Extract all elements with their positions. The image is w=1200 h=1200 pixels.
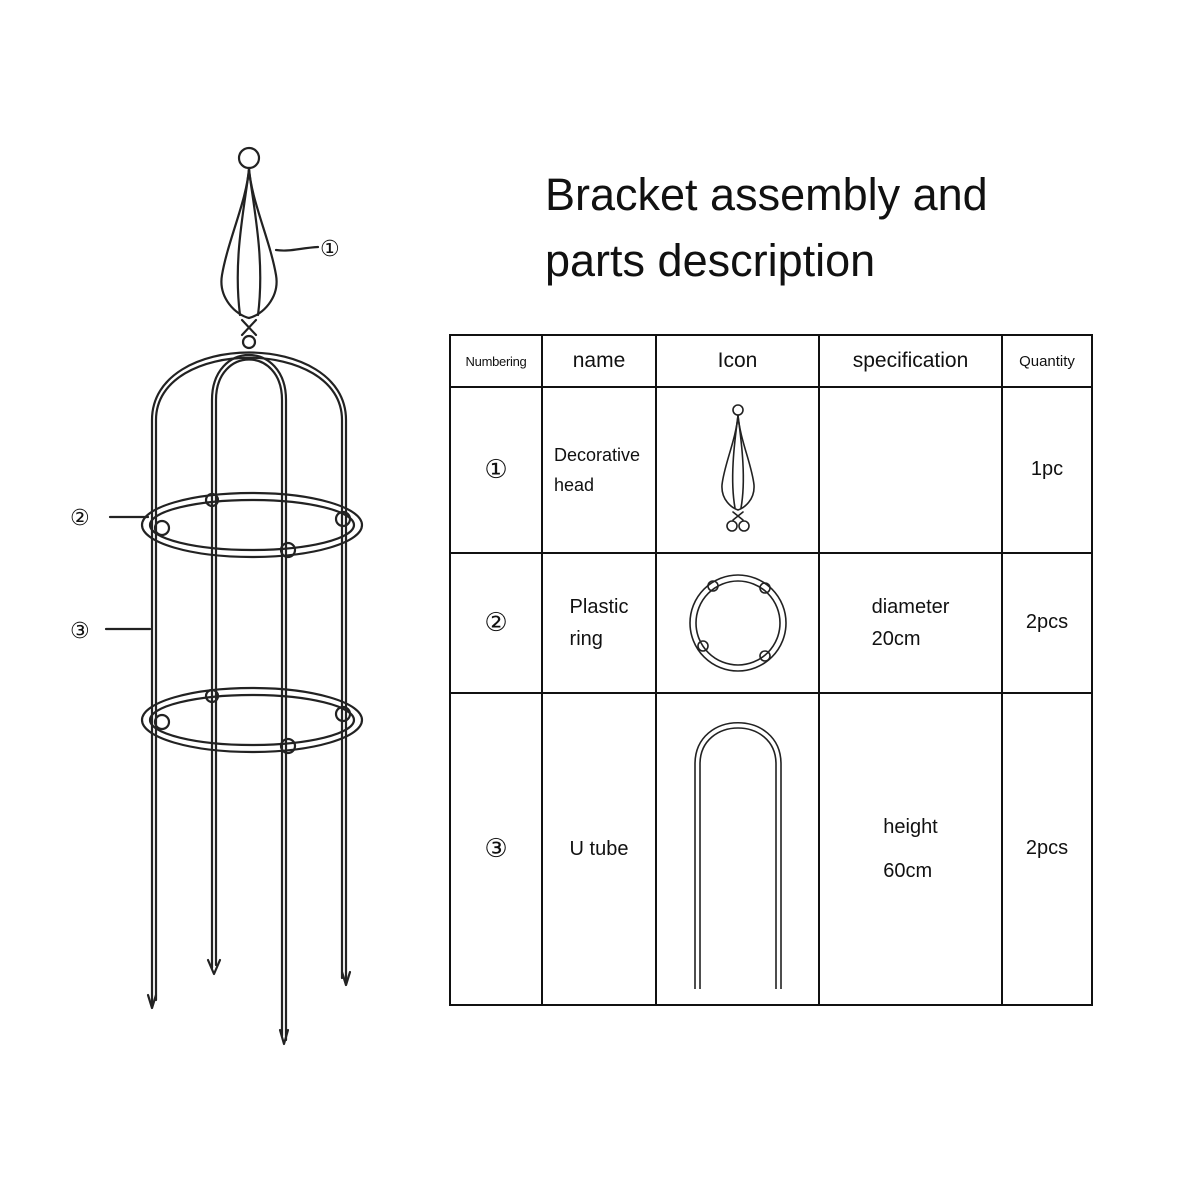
row-name-cell: Decorative head <box>541 386 657 554</box>
row-name-cell: Plastic ring <box>541 551 657 694</box>
part-name-line-1: Plastic <box>569 595 629 618</box>
spec-line-1: diameter <box>871 595 950 618</box>
bracket-assembly-svg: ① ② ③ <box>70 146 364 1046</box>
part-name-line-2: ring <box>569 627 603 650</box>
title-line-2: parts description <box>545 235 876 286</box>
header-quantity: Quantity <box>1001 334 1093 388</box>
header-name: name <box>541 334 657 388</box>
row-number-cell: ③ <box>449 691 543 1007</box>
part-name-line-1: U tube <box>569 837 629 860</box>
row-name-cell: U tube <box>541 691 657 1007</box>
page-title: Bracket assembly and parts description <box>545 162 1145 294</box>
table-row: ① Decorative head <box>449 386 1093 554</box>
part-name: Plastic ring <box>570 591 629 655</box>
decorative-head-part <box>220 146 278 350</box>
part-quantity: 1pc <box>1030 458 1064 481</box>
u-tube-outer-part <box>146 351 352 1010</box>
part-name-line-2: head <box>553 474 595 495</box>
table-row: ② Plastic ring <box>449 551 1093 694</box>
decorative-head-icon <box>720 403 755 532</box>
part-quantity: 2pcs <box>1025 837 1069 860</box>
callout-leader-1 <box>274 245 320 252</box>
plastic-ring-icon <box>688 573 787 672</box>
u-tube-icon <box>693 721 782 989</box>
row-spec-cell: height 60cm <box>818 691 1003 1007</box>
row-spec-cell <box>818 386 1003 554</box>
table-row: ③ U tube height 60cm <box>449 691 1093 1007</box>
table-header-row: Numbering name Icon specification Quanti… <box>449 334 1093 388</box>
row-icon-cell <box>655 386 820 554</box>
callout-number-2: ② <box>70 506 90 531</box>
row-number-cell: ② <box>449 551 543 694</box>
spec-line-1: height <box>883 815 938 838</box>
header-icon: Icon <box>655 334 820 388</box>
part-name-line-1: Decorative <box>553 444 641 465</box>
title-line-1: Bracket assembly and <box>545 169 988 220</box>
row-quantity-cell: 2pcs <box>1001 691 1093 1007</box>
row-spec-cell: diameter 20cm <box>818 551 1003 694</box>
row-number: ① <box>484 454 508 485</box>
callout-number-3: ③ <box>70 619 90 644</box>
part-specification: diameter 20cm <box>872 591 950 655</box>
row-number-cell: ① <box>449 386 543 554</box>
row-icon-cell <box>655 551 820 694</box>
plastic-ring-upper-part <box>140 491 364 559</box>
header-numbering: Numbering <box>449 334 543 388</box>
part-name: Decorative head <box>554 440 640 500</box>
part-specification: height 60cm <box>883 805 938 893</box>
u-tube-inner-part <box>206 353 290 1046</box>
spec-line-2: 60cm <box>883 859 933 882</box>
callout-number-1: ① <box>320 237 340 262</box>
plastic-ring-lower-part <box>140 686 364 755</box>
row-quantity-cell: 1pc <box>1001 386 1093 554</box>
parts-table: Numbering name Icon specification Quanti… <box>449 334 1093 1007</box>
row-number: ② <box>484 607 508 638</box>
part-quantity: 2pcs <box>1025 611 1069 634</box>
row-icon-cell <box>655 691 820 1007</box>
bracket-assembly-drawing: ① ② ③ <box>60 140 420 1060</box>
part-name: U tube <box>570 833 629 865</box>
spec-line-2: 20cm <box>871 627 921 650</box>
header-specification: specification <box>818 334 1003 388</box>
row-quantity-cell: 2pcs <box>1001 551 1093 694</box>
row-number: ③ <box>484 833 508 864</box>
